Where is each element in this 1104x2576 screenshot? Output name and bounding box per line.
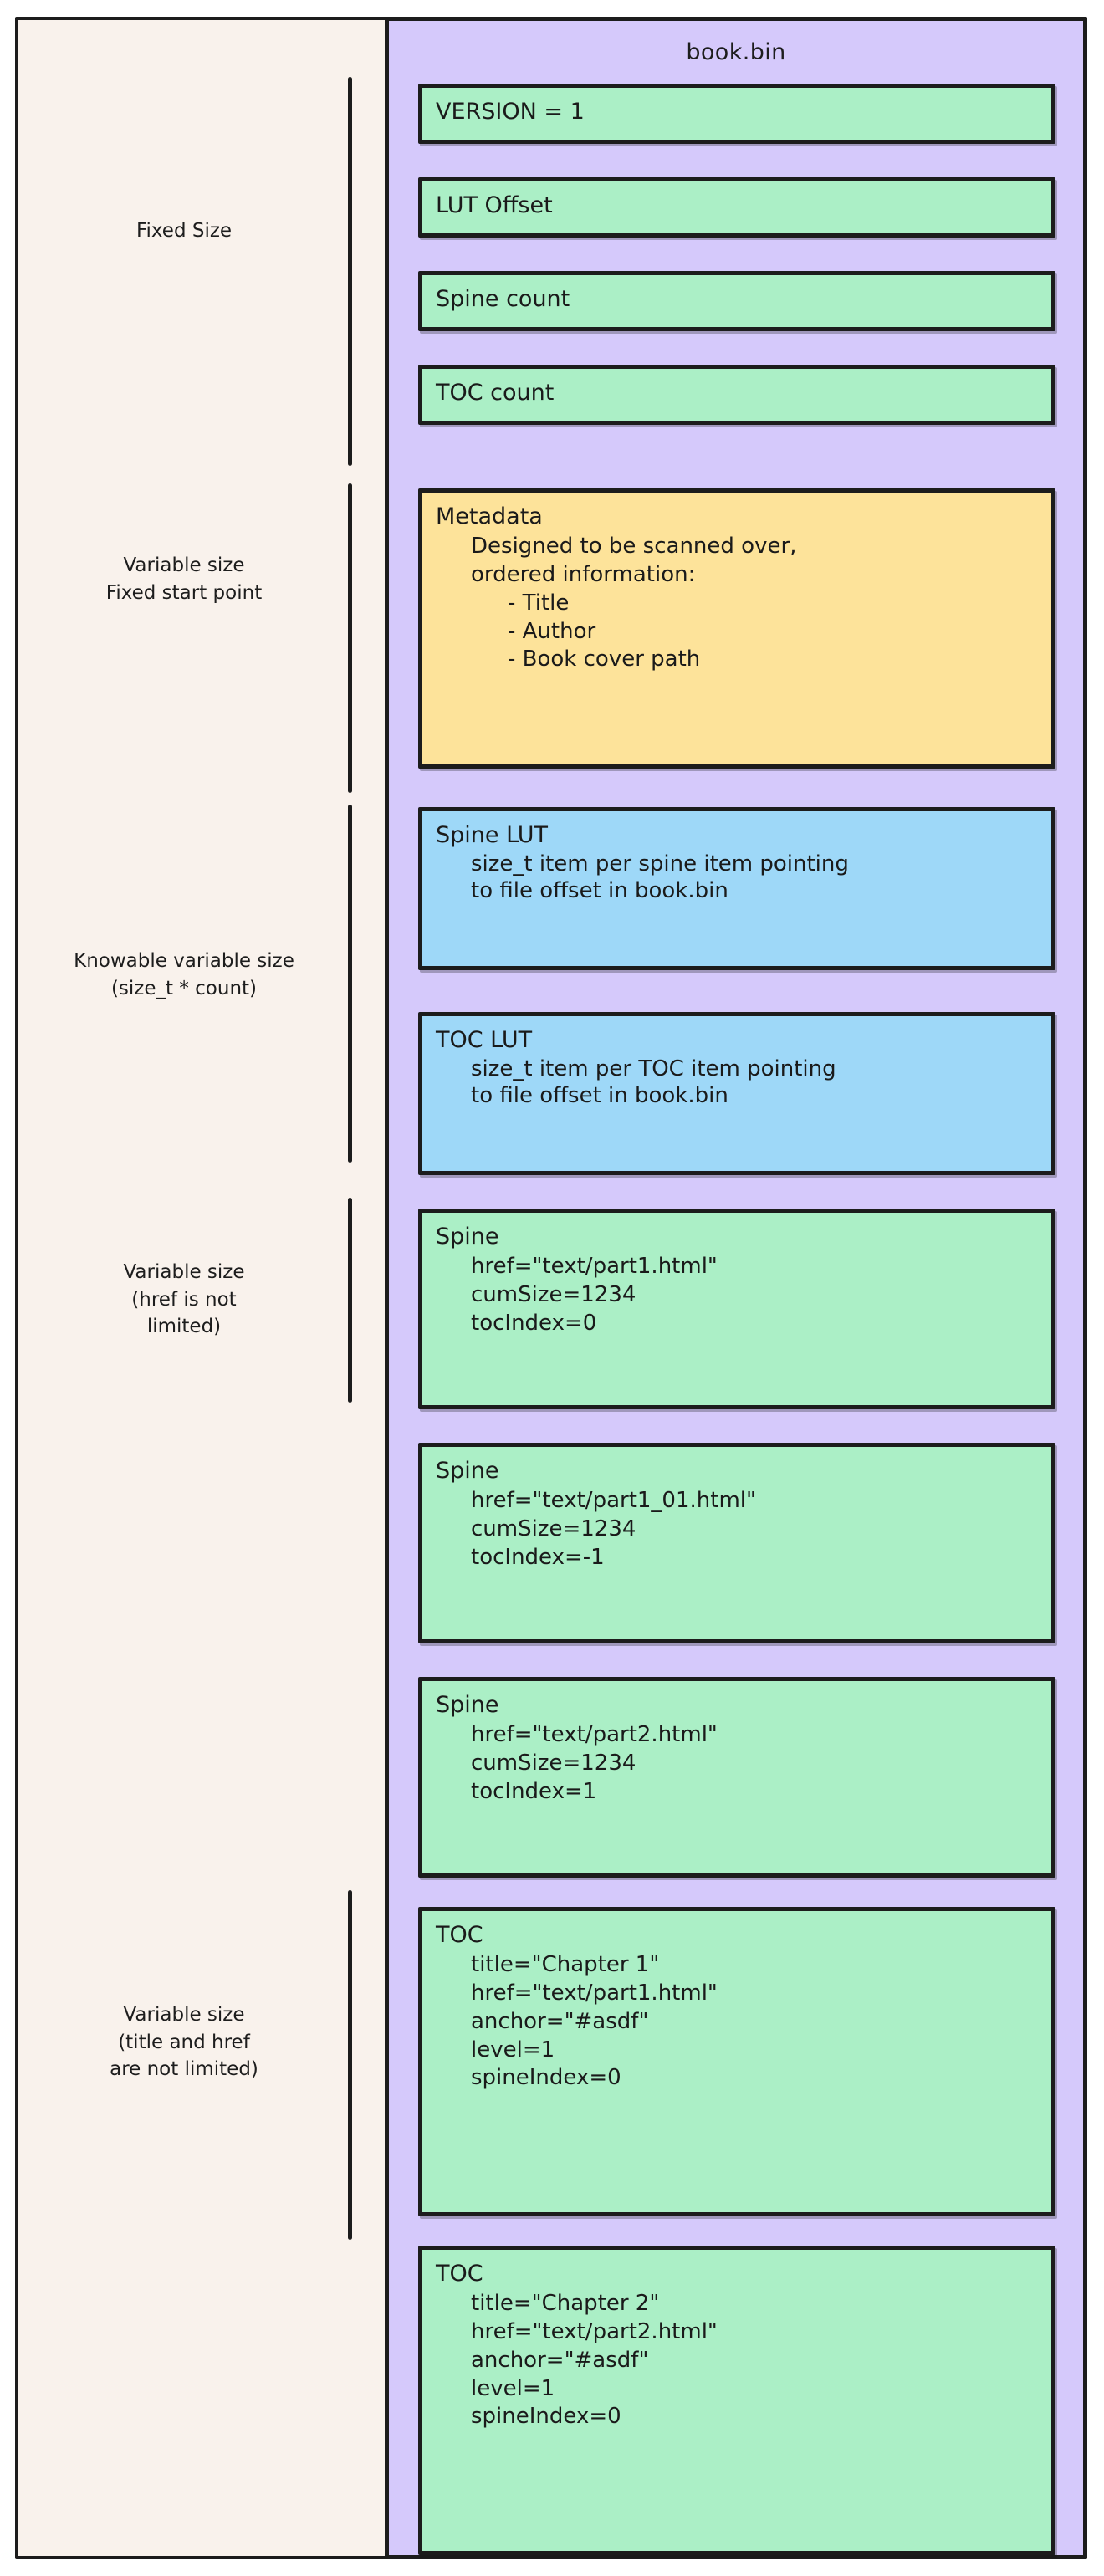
record-body: title="Chapter 1" href="text/part1.html"… bbox=[436, 1951, 1036, 2093]
record-toc-count: TOC count bbox=[418, 365, 1055, 425]
record-toc-1: TOC title="Chapter 1" href="text/part1.h… bbox=[418, 1907, 1055, 2216]
record-line: tocIndex=1 bbox=[471, 1778, 597, 1804]
record-heading: Spine bbox=[436, 1224, 499, 1250]
record-line: ordered information: bbox=[471, 562, 696, 588]
record-heading: Spine LUT bbox=[436, 822, 549, 848]
record-line: size_t item per spine item pointing bbox=[471, 851, 849, 877]
record-line: level=1 bbox=[471, 2037, 555, 2062]
record-spine-3: Spine href="text/part2.html" cumSize=123… bbox=[418, 1677, 1055, 1878]
record-line: href="text/part1.html" bbox=[471, 1981, 718, 2006]
caption-variable-title-href: Variable size (title and href are not li… bbox=[110, 2004, 258, 2081]
record-line: cumSize=1234 bbox=[471, 1751, 636, 1776]
record-body: size_t item per spine item pointing to f… bbox=[436, 851, 1036, 904]
record-line: href="text/part2.html" bbox=[471, 2319, 718, 2345]
record-heading: Spine bbox=[436, 1458, 499, 1484]
record-line: to file offset in book.bin bbox=[471, 1082, 728, 1108]
record-spine-lut: Spine LUT size_t item per spine item poi… bbox=[418, 807, 1055, 970]
file-title: book.bin bbox=[686, 39, 786, 65]
record-line: to file offset in book.bin bbox=[471, 877, 728, 903]
record-spine-count: Spine count bbox=[418, 271, 1055, 331]
record-toc-lut: TOC LUT size_t item per TOC item pointin… bbox=[418, 1012, 1055, 1175]
record-line: spineIndex=0 bbox=[471, 2404, 621, 2430]
record-line: spineIndex=0 bbox=[471, 2065, 621, 2091]
record-body: href="text/part2.html" cumSize=1234 tocI… bbox=[436, 1721, 1036, 1806]
record-body: title="Chapter 2" href="text/part2.html"… bbox=[436, 2290, 1036, 2431]
record-line: title="Chapter 2" bbox=[471, 2291, 660, 2317]
record-heading: Spine count bbox=[436, 286, 570, 312]
record-line: href="text/part2.html" bbox=[471, 1722, 718, 1748]
record-line: - Author bbox=[508, 618, 596, 644]
record-heading: LUT Offset bbox=[436, 192, 553, 218]
record-version: VERSION = 1 bbox=[418, 84, 1055, 144]
record-heading: TOC bbox=[436, 1922, 483, 1948]
record-spine-2: Spine href="text/part1_01.html" cumSize=… bbox=[418, 1443, 1055, 1643]
record-lut-offset: LUT Offset bbox=[418, 177, 1055, 238]
caption-variable-fixed-start: Variable size Fixed start point bbox=[105, 555, 263, 604]
record-heading: Metadata bbox=[436, 503, 543, 529]
record-line: - Book cover path bbox=[508, 647, 701, 672]
record-line: Designed to be scanned over, bbox=[471, 534, 797, 560]
record-line: tocIndex=-1 bbox=[471, 1544, 605, 1570]
record-line: title="Chapter 1" bbox=[471, 1952, 660, 1978]
record-line: anchor="#asdf" bbox=[471, 2008, 649, 2034]
record-line: cumSize=1234 bbox=[471, 1282, 636, 1308]
record-line: anchor="#asdf" bbox=[471, 2347, 649, 2373]
record-line: cumSize=1234 bbox=[471, 1516, 636, 1542]
record-metadata: Metadata Designed to be scanned over, or… bbox=[418, 488, 1055, 769]
caption-knowable-variable: Knowable variable size (size_t * count) bbox=[74, 950, 294, 999]
record-heading: TOC count bbox=[436, 380, 555, 406]
record-body: Designed to be scanned over, ordered inf… bbox=[436, 533, 1036, 674]
record-line: href="text/part1.html" bbox=[471, 1254, 718, 1280]
record-line: tocIndex=0 bbox=[471, 1310, 597, 1336]
bracket-fixed-size bbox=[348, 77, 352, 466]
caption-variable-href: Variable size (href is not limited) bbox=[123, 1261, 245, 1338]
record-line: level=1 bbox=[471, 2375, 555, 2401]
record-body: href="text/part1.html" cumSize=1234 tocI… bbox=[436, 1253, 1036, 1337]
record-line: - Title bbox=[508, 590, 570, 616]
record-toc-2: TOC title="Chapter 2" href="text/part2.h… bbox=[418, 2246, 1055, 2555]
record-heading: TOC LUT bbox=[436, 1027, 533, 1053]
record-body: size_t item per TOC item pointing to fil… bbox=[436, 1056, 1036, 1109]
record-heading: VERSION = 1 bbox=[436, 99, 585, 125]
file-container-book-bin: book.bin VERSION = 1 LUT Offset Spine co… bbox=[385, 17, 1087, 2559]
record-spine-1: Spine href="text/part1.html" cumSize=123… bbox=[418, 1209, 1055, 1409]
record-body: href="text/part1_01.html" cumSize=1234 t… bbox=[436, 1487, 1036, 1572]
bracket-variable-title-href bbox=[348, 1890, 352, 2240]
record-line: size_t item per TOC item pointing bbox=[471, 1056, 836, 1082]
bracket-variable-href bbox=[348, 1198, 352, 1403]
record-heading: TOC bbox=[436, 2261, 483, 2287]
record-heading: Spine bbox=[436, 1692, 499, 1718]
bracket-variable-fixed-start bbox=[348, 483, 352, 793]
bracket-knowable-variable bbox=[348, 805, 352, 1163]
record-line: href="text/part1_01.html" bbox=[471, 1488, 756, 1514]
caption-fixed-size: Fixed Size bbox=[135, 220, 233, 242]
